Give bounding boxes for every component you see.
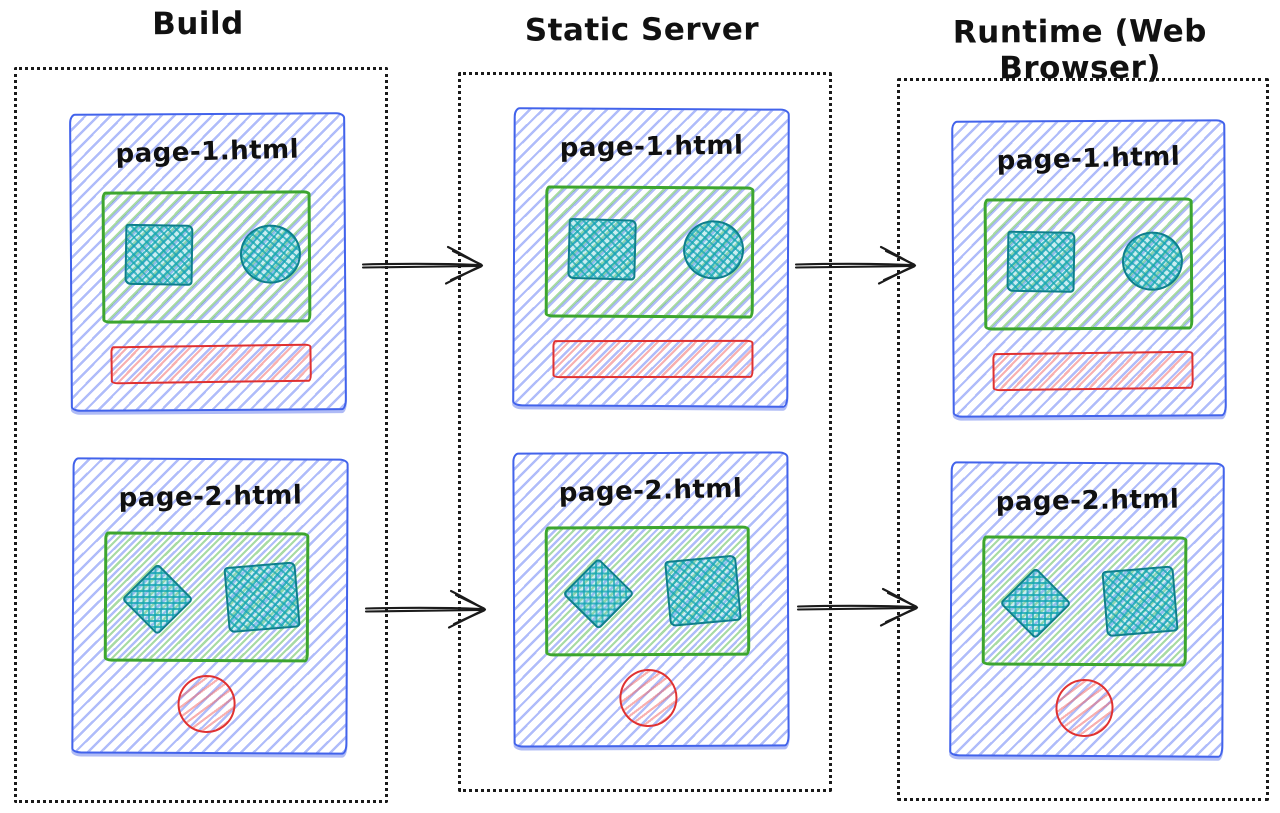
page-filename-label: page-2.html bbox=[995, 484, 1180, 518]
diamond-shape-icon bbox=[121, 563, 194, 636]
footer-bar-shape bbox=[110, 343, 312, 385]
column-title-build: Build bbox=[152, 5, 244, 43]
arrow-right-icon bbox=[795, 584, 928, 630]
diamond-shape-icon bbox=[562, 557, 635, 630]
square-shape-icon bbox=[1101, 565, 1179, 638]
square-shape-icon bbox=[223, 561, 301, 634]
page-card-build-page-1: page-1.html bbox=[69, 112, 347, 412]
arrow-right-icon bbox=[793, 242, 926, 288]
static-server-frame bbox=[458, 72, 832, 792]
footer-bar-shape bbox=[992, 350, 1194, 392]
page-filename-label: page-2.html bbox=[558, 473, 743, 509]
content-block bbox=[981, 535, 1188, 667]
square-shape-icon bbox=[1006, 230, 1076, 293]
arrow-right-icon bbox=[360, 242, 493, 288]
footer-bar-shape bbox=[552, 339, 754, 379]
column-title-runtime: Runtime (Web Browser) bbox=[952, 13, 1208, 87]
page-card-runtime-page-1: page-1.html bbox=[951, 119, 1227, 418]
page-card-server-page-1: page-1.html bbox=[512, 107, 790, 408]
circle-shape-icon bbox=[237, 222, 304, 286]
circle-shape-icon bbox=[681, 218, 746, 282]
page-filename-label: page-1.html bbox=[996, 141, 1181, 177]
column-title-static-server: Static Server bbox=[524, 11, 760, 49]
content-block bbox=[101, 190, 312, 324]
build-stage-frame bbox=[14, 67, 388, 803]
square-shape-icon bbox=[664, 554, 742, 627]
diamond-shape-icon bbox=[999, 567, 1072, 640]
content-block bbox=[983, 197, 1194, 331]
page-card-runtime-page-2: page-2.html bbox=[949, 461, 1225, 758]
page-filename-label: page-2.html bbox=[118, 480, 303, 514]
circle-accent-shape bbox=[615, 665, 682, 731]
page-card-build-page-2: page-2.html bbox=[71, 457, 349, 755]
square-shape-icon bbox=[567, 217, 637, 281]
page-filename-label: page-1.html bbox=[115, 134, 300, 170]
content-block bbox=[544, 185, 755, 319]
content-block bbox=[544, 525, 751, 657]
page-card-server-page-2: page-2.html bbox=[512, 451, 790, 748]
arrow-right-icon bbox=[363, 586, 496, 632]
page-filename-label: page-1.html bbox=[559, 130, 744, 164]
circle-accent-shape bbox=[173, 671, 240, 737]
content-block bbox=[103, 531, 310, 663]
runtime-frame bbox=[897, 78, 1269, 801]
circle-accent-shape bbox=[1051, 675, 1118, 741]
circle-shape-icon bbox=[1119, 229, 1186, 293]
square-shape-icon bbox=[124, 223, 194, 286]
